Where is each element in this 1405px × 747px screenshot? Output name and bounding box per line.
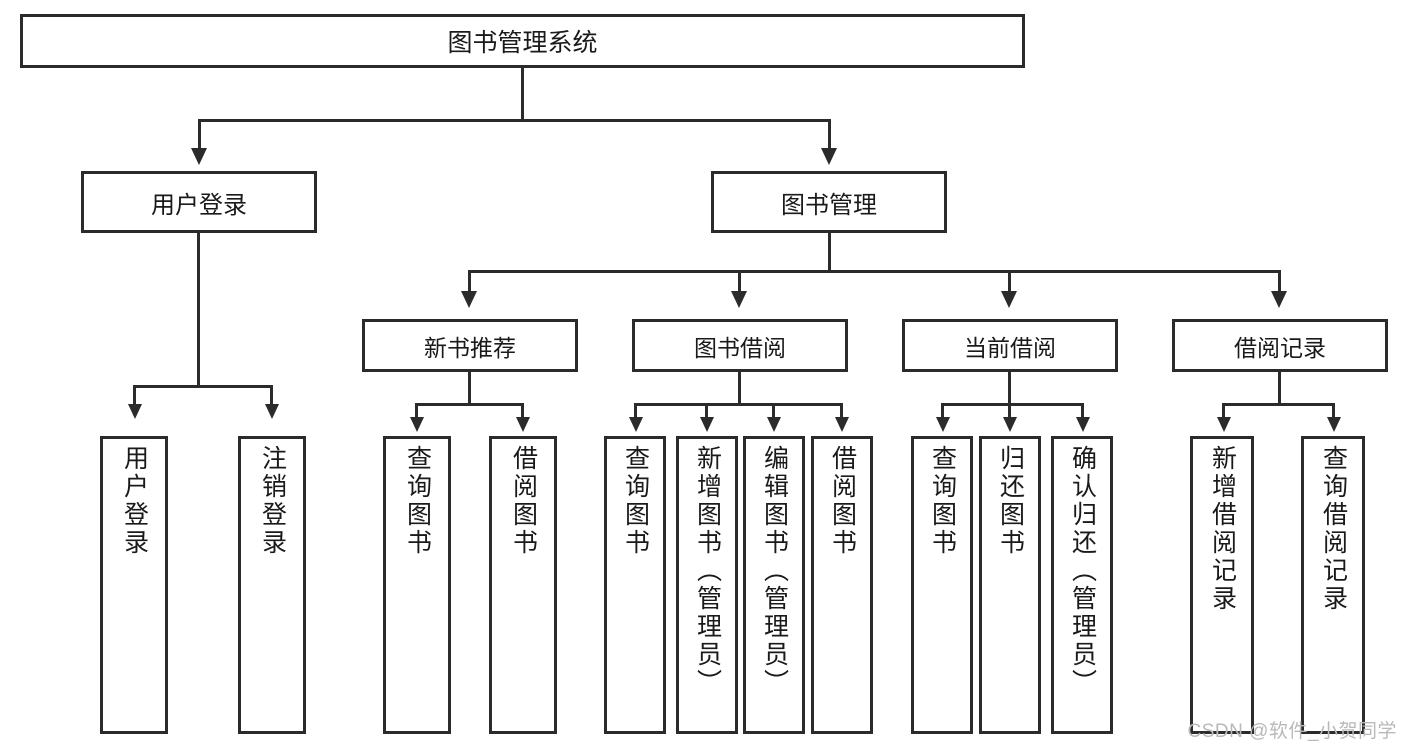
leaf-book-borrow-borrow-book[interactable]: 借阅图书 (811, 436, 873, 734)
leaf-label: 确认归还（管理员） (1068, 445, 1097, 697)
leaf-label: 用户登录 (120, 445, 149, 557)
node-new-book-recommend[interactable]: 新书推荐 (362, 319, 578, 372)
node-label: 图书管理系统 (447, 29, 598, 57)
connector-new-book-stem (468, 372, 471, 405)
connector-book-borrow-bus (634, 403, 843, 406)
connector-current-borrow-drop-2 (1008, 403, 1011, 419)
connector-borrow-record-drop-2 (1332, 403, 1335, 419)
leaf-current-borrow-return-book[interactable]: 归还图书 (979, 436, 1041, 734)
arrow-book-borrow-leaf-4 (835, 417, 849, 432)
connector-book-borrow-stem (738, 372, 741, 405)
leaf-label: 借阅图书 (509, 445, 538, 557)
connector-book-mgmt-drop-2 (738, 270, 741, 294)
leaf-label: 借阅图书 (828, 445, 857, 557)
leaf-label: 查询图书 (403, 445, 432, 557)
leaf-user-login-logout[interactable]: 注销登录 (238, 436, 306, 734)
connector-book-borrow-drop-4 (840, 403, 843, 419)
node-label: 借阅记录 (1234, 334, 1326, 361)
connector-borrow-record-stem (1278, 372, 1281, 405)
node-current-borrow[interactable]: 当前借阅 (902, 319, 1118, 372)
connector-book-mgmt-bus (468, 270, 1280, 273)
arrow-book-borrow-leaf-2 (700, 417, 714, 432)
leaf-borrow-record-query-record[interactable]: 查询借阅记录 (1301, 436, 1365, 734)
connector-user-login-stem (197, 233, 200, 387)
node-label: 图书管理 (781, 191, 877, 219)
connector-user-login-drop-2 (270, 385, 273, 406)
leaf-user-login-login[interactable]: 用户登录 (100, 436, 168, 734)
leaf-current-borrow-confirm-return[interactable]: 确认归还（管理员） (1051, 436, 1113, 734)
node-root-system[interactable]: 图书管理系统 (20, 14, 1025, 68)
arrow-book-mgmt-to-current-borrow (1001, 291, 1017, 308)
arrow-current-borrow-leaf-1 (936, 417, 950, 432)
connector-book-borrow-drop-1 (634, 403, 637, 419)
leaf-label: 编辑图书（管理员） (760, 445, 789, 697)
connector-book-mgmt-drop-3 (1008, 270, 1011, 294)
node-book-management[interactable]: 图书管理 (711, 171, 947, 233)
connector-book-mgmt-drop-4 (1278, 270, 1281, 294)
connector-new-book-drop-1 (415, 403, 418, 419)
connector-book-borrow-drop-3 (772, 403, 775, 419)
leaf-label: 查询借阅记录 (1319, 445, 1348, 613)
arrow-book-borrow-leaf-3 (767, 417, 781, 432)
connector-borrow-record-bus (1222, 403, 1335, 406)
leaf-borrow-record-add-record[interactable]: 新增借阅记录 (1190, 436, 1254, 734)
arrow-root-to-book-mgmt (821, 148, 837, 165)
leaf-label: 查询图书 (621, 445, 650, 557)
leaf-book-borrow-add-book[interactable]: 新增图书（管理员） (676, 436, 738, 734)
arrow-user-login-leaf-2 (265, 404, 279, 419)
leaf-new-book-query-book[interactable]: 查询图书 (383, 436, 451, 734)
leaf-new-book-borrow-book[interactable]: 借阅图书 (489, 436, 557, 734)
connector-user-login-drop-1 (133, 385, 136, 406)
node-borrow-record[interactable]: 借阅记录 (1172, 319, 1388, 372)
arrow-current-borrow-leaf-2 (1003, 417, 1017, 432)
leaf-label: 查询图书 (928, 445, 957, 557)
connector-book-mgmt-drop-1 (468, 270, 471, 294)
leaf-book-borrow-query-book[interactable]: 查询图书 (604, 436, 666, 734)
connector-root-to-user-login (198, 119, 201, 151)
arrow-book-mgmt-to-new-book (461, 291, 477, 308)
connector-new-book-bus (415, 403, 524, 406)
leaf-label: 注销登录 (258, 445, 287, 557)
leaf-label: 归还图书 (996, 445, 1025, 557)
connector-root-bus (198, 119, 831, 122)
node-label: 新书推荐 (424, 334, 516, 361)
connector-user-login-bus (133, 385, 273, 388)
connector-new-book-drop-2 (521, 403, 524, 419)
leaf-label: 新增借阅记录 (1208, 445, 1237, 613)
node-user-login[interactable]: 用户登录 (81, 171, 317, 233)
leaf-current-borrow-query-book[interactable]: 查询图书 (911, 436, 973, 734)
connector-book-borrow-drop-2 (705, 403, 708, 419)
node-label: 图书借阅 (694, 334, 786, 361)
arrow-borrow-record-leaf-2 (1327, 417, 1341, 432)
leaf-label: 新增图书（管理员） (693, 445, 722, 697)
connector-root-stem (521, 68, 524, 120)
arrow-new-book-leaf-1 (410, 417, 424, 432)
arrow-user-login-leaf-1 (128, 404, 142, 419)
leaf-book-borrow-edit-book[interactable]: 编辑图书（管理员） (743, 436, 805, 734)
arrow-borrow-record-leaf-1 (1217, 417, 1231, 432)
arrow-book-borrow-leaf-1 (629, 417, 643, 432)
arrow-book-mgmt-to-borrow-record (1271, 291, 1287, 308)
connector-current-borrow-drop-3 (1081, 403, 1084, 419)
connector-current-borrow-stem (1008, 372, 1011, 405)
node-label: 用户登录 (151, 191, 247, 219)
connector-current-borrow-bus (941, 403, 1084, 406)
arrow-current-borrow-leaf-3 (1076, 417, 1090, 432)
connector-book-mgmt-stem (828, 233, 831, 272)
arrow-book-mgmt-to-book-borrow (731, 291, 747, 308)
connector-root-to-book-mgmt (828, 119, 831, 151)
arrow-new-book-leaf-2 (516, 417, 530, 432)
connector-borrow-record-drop-1 (1222, 403, 1225, 419)
arrow-root-to-user-login (191, 148, 207, 165)
node-book-borrow[interactable]: 图书借阅 (632, 319, 848, 372)
watermark-text: CSDN @软件_小贺同学 (1187, 721, 1397, 742)
node-label: 当前借阅 (964, 334, 1056, 361)
connector-current-borrow-drop-1 (941, 403, 944, 419)
